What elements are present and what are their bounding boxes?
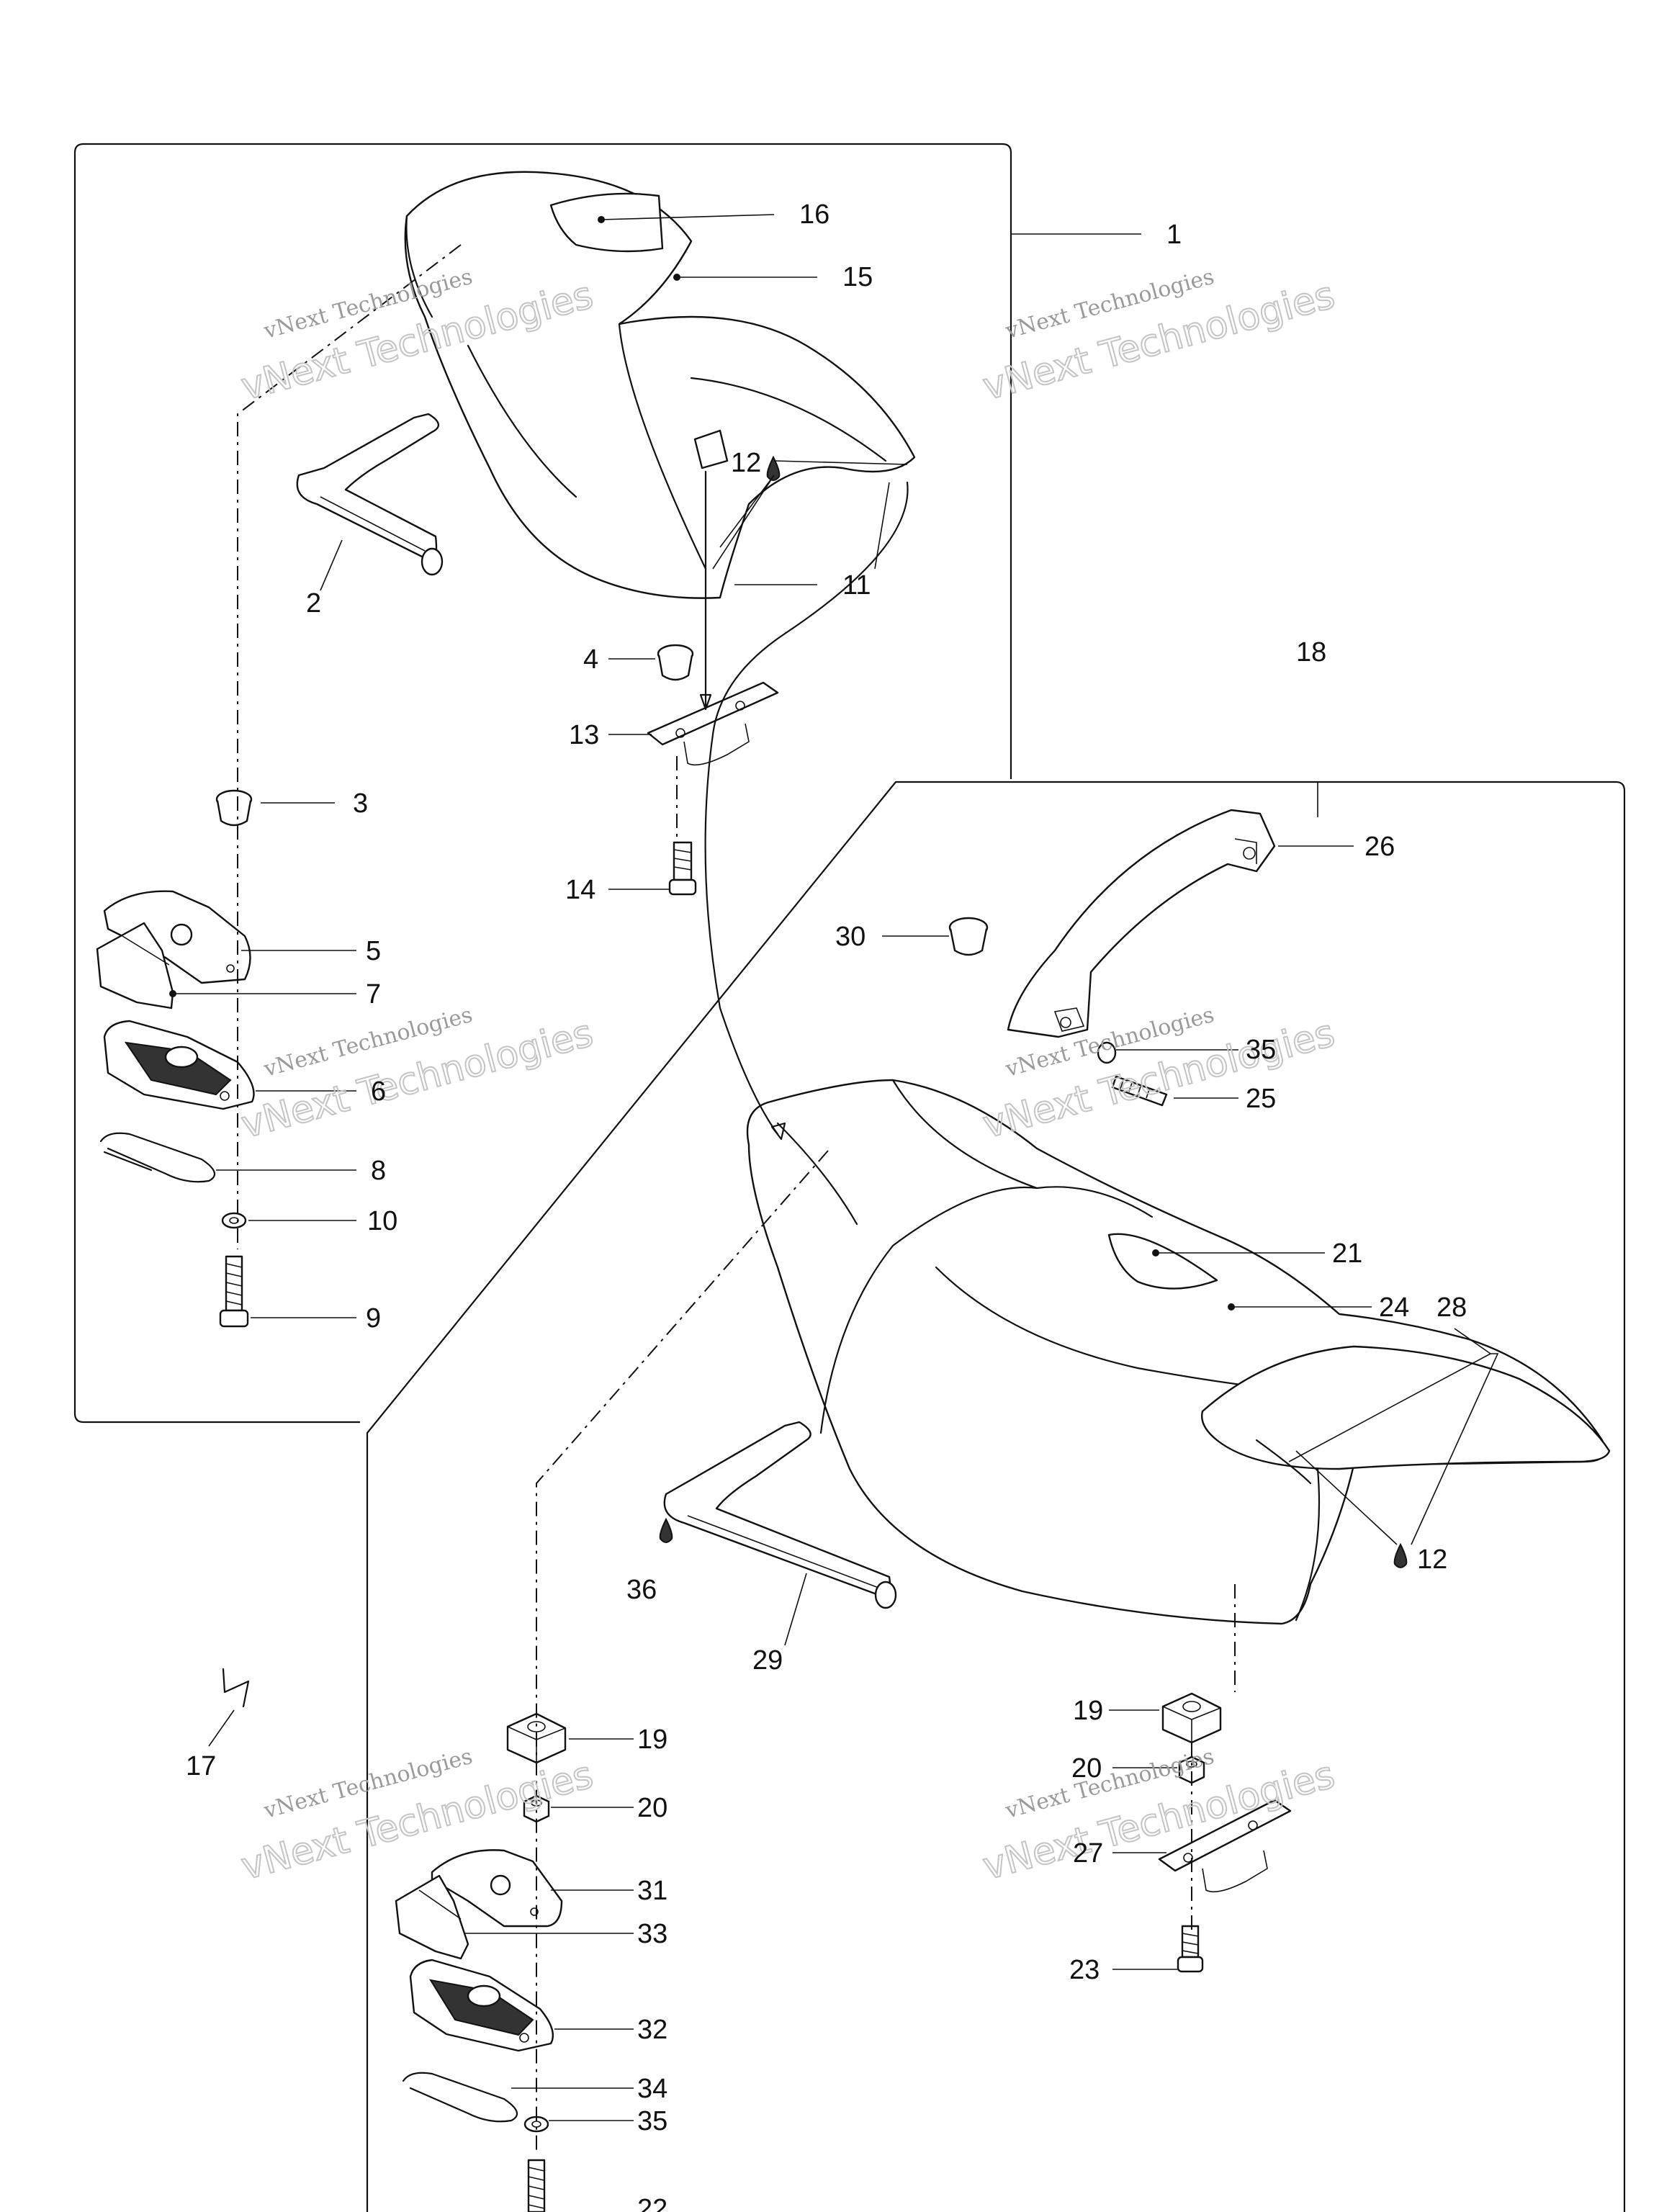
assembly-frame-18 xyxy=(366,781,1626,2212)
callout-labels: 16 15 1 12 11 2 3 4 13 14 5 7 6 8 10 9 1… xyxy=(186,199,1467,2212)
latch-tab-7 xyxy=(96,922,174,1010)
stopper-4 xyxy=(657,644,694,681)
callout-23: 23 xyxy=(1069,1955,1100,1985)
assembly-frame-1 xyxy=(73,143,1012,1424)
bolt-22 xyxy=(527,2159,546,2212)
callout-16: 16 xyxy=(799,199,830,230)
grab-handle-26 xyxy=(1007,809,1276,1038)
handle-bar-2 xyxy=(296,413,444,576)
wire-clip-34 xyxy=(402,2072,518,2123)
bracket-27 xyxy=(1158,1799,1292,1893)
callout-25: 25 xyxy=(1246,1084,1276,1114)
callout-8: 8 xyxy=(371,1156,386,1186)
callout-11: 11 xyxy=(842,570,871,601)
callout-19a: 19 xyxy=(637,1725,667,1755)
screw-23 xyxy=(1177,1925,1204,1973)
washer-10 xyxy=(221,1212,247,1229)
callout-13: 13 xyxy=(569,720,599,750)
callout-21: 21 xyxy=(1332,1238,1362,1269)
callout-20a: 20 xyxy=(637,1793,667,1823)
callout-5: 5 xyxy=(366,936,381,966)
callout-33: 33 xyxy=(637,1919,667,1949)
bolt-9 xyxy=(219,1255,249,1328)
rider-seat-24 xyxy=(746,1079,1611,1625)
callout-28: 28 xyxy=(1437,1292,1467,1323)
latch-plate-31 xyxy=(431,1849,563,1928)
watermark: vNext Technologies vNext Technologies vN… xyxy=(236,264,1340,1889)
adhesive-drop-icon-12a xyxy=(766,455,781,481)
screw-25 xyxy=(1111,1075,1168,1107)
callout-18: 18 xyxy=(1296,637,1326,667)
callout-27: 27 xyxy=(1073,1838,1103,1869)
callout-20b: 20 xyxy=(1071,1753,1102,1784)
callout-17: 17 xyxy=(186,1751,216,1781)
washer-35 xyxy=(1097,1041,1117,1064)
callout-36: 36 xyxy=(626,1575,657,1605)
adhesive-drop-icon-36 xyxy=(659,1517,673,1543)
callout-10: 10 xyxy=(367,1206,397,1236)
assembly-lines xyxy=(237,244,1236,2153)
callout-35a: 35 xyxy=(1246,1035,1276,1065)
callout-32: 32 xyxy=(637,2015,667,2045)
callout-19b: 19 xyxy=(1073,1696,1103,1726)
callout-12b: 12 xyxy=(1417,1545,1447,1575)
callout-12a: 12 xyxy=(731,448,761,478)
callout-24: 24 xyxy=(1379,1292,1409,1323)
clip-17 xyxy=(222,1668,250,1708)
handle-bar-29 xyxy=(663,1421,897,1609)
leader-dots xyxy=(169,216,1235,1310)
latch-plate-5 xyxy=(103,890,251,984)
callout-3: 3 xyxy=(353,788,368,819)
wire-clip-8 xyxy=(99,1132,216,1183)
adhesive-drop-icon-12b xyxy=(1393,1542,1408,1568)
callout-31: 31 xyxy=(637,1876,667,1906)
stopper-30 xyxy=(948,917,989,956)
callout-35b: 35 xyxy=(637,2106,667,2136)
callout-9: 9 xyxy=(366,1303,381,1334)
callout-14: 14 xyxy=(565,875,595,905)
callout-4: 4 xyxy=(583,644,598,675)
callout-29: 29 xyxy=(752,1645,783,1676)
leader-lines xyxy=(173,214,1499,2121)
callout-22: 22 xyxy=(637,2194,667,2212)
screw-14 xyxy=(668,841,697,896)
passenger-seat-15 xyxy=(404,171,916,599)
latch-32 xyxy=(409,1959,554,2052)
callout-7: 7 xyxy=(366,979,381,1010)
callout-6: 6 xyxy=(371,1076,386,1107)
callout-15: 15 xyxy=(842,262,873,292)
callout-2: 2 xyxy=(306,588,321,619)
latch-tab-33 xyxy=(395,1874,469,1960)
square-nut-19-right xyxy=(1161,1692,1222,1744)
callout-34: 34 xyxy=(637,2074,667,2104)
callout-30: 30 xyxy=(835,922,866,952)
callout-1: 1 xyxy=(1166,220,1182,250)
bracket-13 xyxy=(647,681,779,766)
latch-6 xyxy=(103,1020,255,1110)
stopper-3 xyxy=(215,789,253,827)
callout-26: 26 xyxy=(1364,832,1395,862)
